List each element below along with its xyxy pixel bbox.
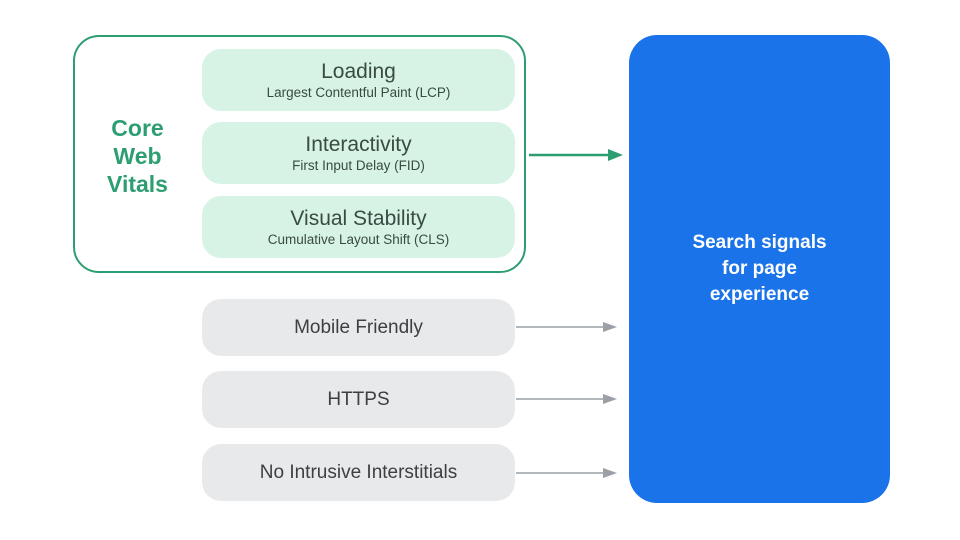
core-web-vitals-label-line: Vitals (107, 171, 168, 197)
vital-title: Visual Stability (290, 207, 427, 230)
arrow-interstitials-to-result-icon (516, 468, 617, 478)
arrow-https-to-result-icon (516, 394, 617, 404)
arrow-mobile-friendly-to-result-icon (516, 322, 617, 332)
vital-subtitle: Largest Contentful Paint (LCP) (266, 85, 451, 100)
core-web-vitals-label-line: Web (113, 143, 162, 169)
vital-pill-interactivity: Interactivity First Input Delay (FID) (202, 122, 515, 184)
core-web-vitals-label-line: Core (111, 115, 164, 141)
vital-title: Loading (321, 60, 396, 83)
signal-label: HTTPS (327, 388, 390, 410)
result-label-line: Search signals (692, 232, 827, 253)
signal-pill-no-intrusive-interstitials: No Intrusive Interstitials (202, 444, 515, 501)
arrow-core-web-vitals-to-result-icon (529, 149, 623, 161)
signal-pill-https: HTTPS (202, 371, 515, 428)
result-label-line: experience (709, 284, 810, 305)
vital-subtitle: First Input Delay (FID) (292, 158, 425, 173)
core-web-vitals-label: Core Web Vitals (73, 35, 202, 277)
vital-pill-visual-stability: Visual Stability Cumulative Layout Shift… (202, 196, 515, 258)
vital-pill-loading: Loading Largest Contentful Paint (LCP) (202, 49, 515, 111)
signal-label: No Intrusive Interstitials (259, 461, 458, 483)
vital-title: Interactivity (305, 133, 412, 156)
search-signals-result-box: Search signals for page experience (629, 35, 890, 503)
signal-label: Mobile Friendly (294, 316, 423, 338)
result-label-line: for page (722, 258, 797, 279)
signal-pill-mobile-friendly: Mobile Friendly (202, 299, 515, 356)
vital-subtitle: Cumulative Layout Shift (CLS) (267, 232, 450, 247)
